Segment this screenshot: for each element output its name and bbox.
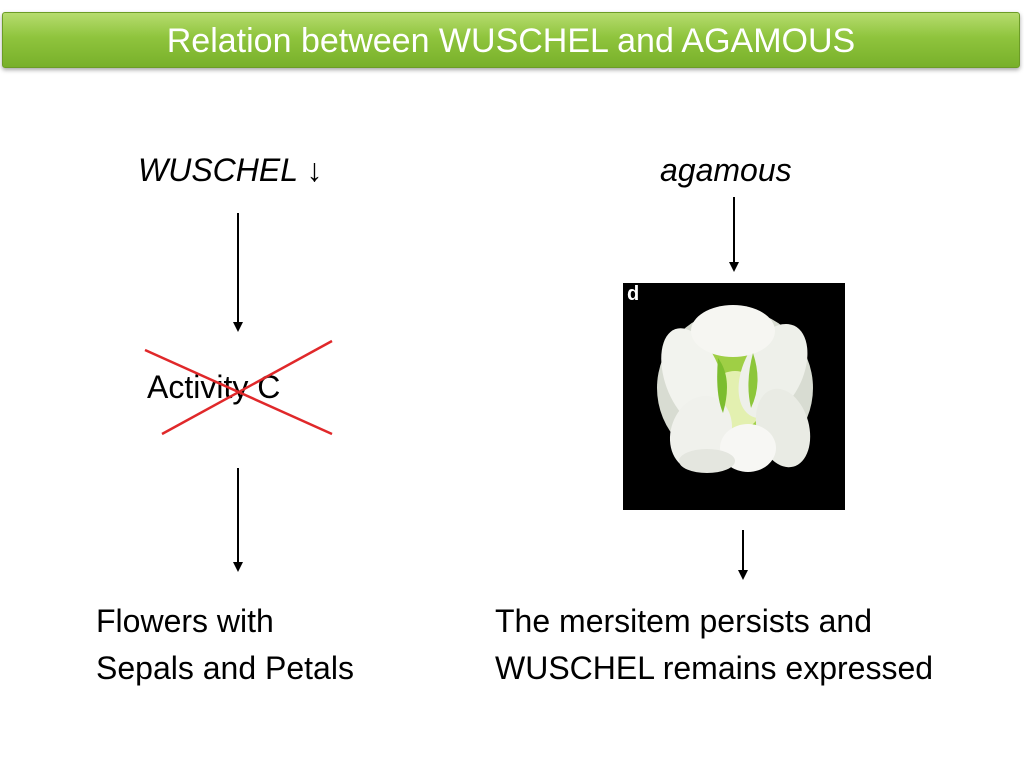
wuschel-gene-label: WUSCHEL ↓ (138, 152, 322, 189)
arrow-down-icon (738, 530, 748, 580)
right-outcome-text: The mersitem persists and WUSCHEL remain… (495, 598, 933, 692)
arrow-down-icon (233, 468, 243, 572)
left-outcome-line1: Flowers with (96, 603, 274, 639)
agamous-gene-label: agamous (660, 152, 792, 188)
activity-c-label: Activity C (147, 369, 281, 405)
title-bar: Relation between WUSCHEL and AGAMOUS (2, 12, 1020, 68)
left-outcome-text: Flowers with Sepals and Petals (96, 598, 354, 692)
agamous-flower-photo: d (623, 283, 845, 510)
slide-title: Relation between WUSCHEL and AGAMOUS (166, 22, 856, 60)
arrow-down-icon (233, 213, 243, 332)
photo-panel-letter: d (627, 283, 640, 305)
right-outcome-line2: WUSCHEL remains expressed (495, 650, 934, 686)
arrow-down-icon (729, 197, 739, 272)
flower-illustration (657, 305, 813, 473)
left-outcome-line2: Sepals and Petals (96, 650, 354, 686)
wuschel-text: WUSCHEL (138, 152, 298, 188)
down-arrow-symbol: ↓ (306, 152, 323, 188)
right-outcome-line1: The mersitem persists and (495, 603, 873, 639)
